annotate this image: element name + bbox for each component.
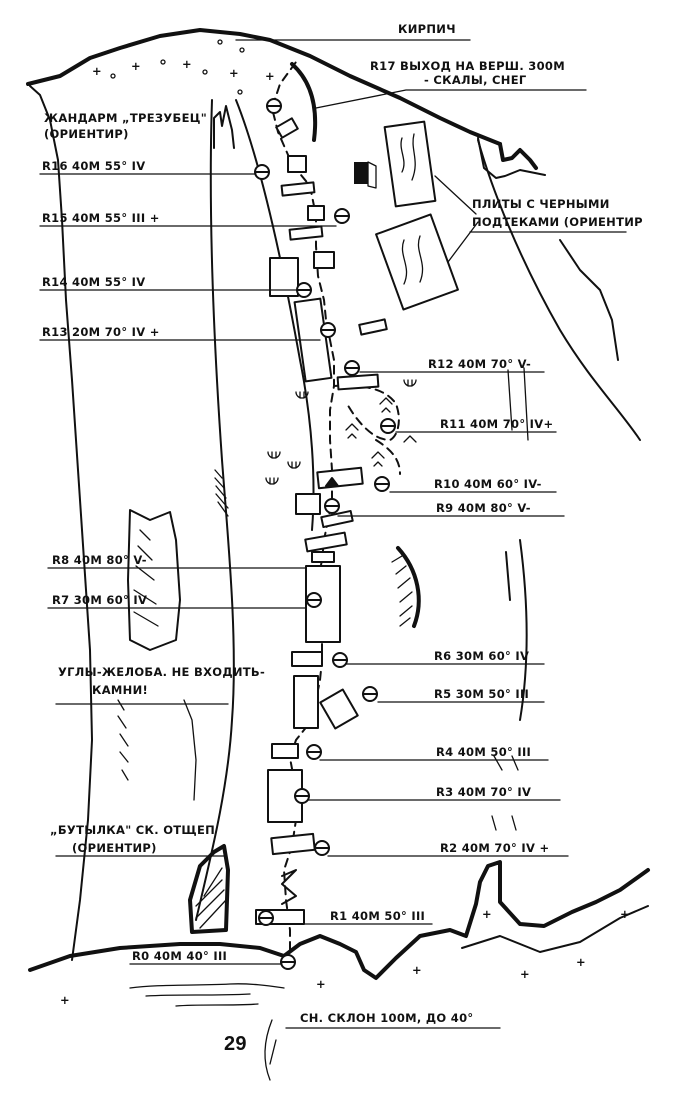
label-r14: R14 40М 55° IV [42,275,145,289]
label-snow-slope: СН. СКЛОН 100М, ДО 40° [300,1011,473,1025]
svg-text:+: + [229,66,239,80]
scree-marks [265,379,417,485]
snow-plus-marks: + + + + + + + [60,907,630,1007]
label-r17-line2: - СКАЛЫ, СНЕГ [424,73,527,87]
piton-icon-r2 [314,840,330,856]
label-r6: R6 30М 60° IV [434,649,529,663]
label-zhandarm-line1: ЖАНДАРМ „ТРЕЗУБЕЦ" [44,111,207,125]
label-ugly-line1: УГЛЫ-ЖЕЛОБА. НЕ ВХОДИТЬ- [58,665,265,679]
route-line [271,61,401,965]
summit-snow-marks: + + + + + [92,39,275,95]
piton-icon-r4 [306,744,322,760]
central-couloir [235,99,529,531]
piton-icon-r9 [324,498,340,514]
bottle-gendarme [188,844,230,934]
piton-icon-r15 [334,208,350,224]
svg-text:+: + [131,59,141,73]
piton-icon-r12 [344,360,360,376]
snow-ripples [129,983,285,1081]
svg-text:+: + [92,64,102,78]
label-ugly-line2: КАМНИ! [92,683,148,697]
piton-icon-r7 [306,592,322,608]
svg-text:+: + [265,69,275,83]
label-zhandarm-line2: (ОРИЕНТИР) [44,127,129,141]
piton-icon-r13 [320,322,336,338]
label-r5: R5 30М 50° III [434,687,529,701]
upper-right-curve [290,62,318,142]
svg-text:+: + [520,967,530,981]
svg-text:+: + [182,57,192,71]
svg-text:+: + [482,907,492,921]
label-r4: R4 40М 50° III [436,745,531,759]
label-r17-line1: R17 ВЫХОД НА ВЕРШ. 300М [370,59,565,73]
svg-text:+: + [60,993,70,1007]
label-r11: R11 40М 70° IV+ [440,417,553,431]
svg-text:+: + [412,963,422,977]
label-butylka-line2: (ОРИЕНТИР) [72,841,157,855]
slab-black-streaks-upper [383,120,437,208]
label-plity-line1: ПЛИТЫ С ЧЕРНЫМИ [472,197,610,211]
hatched-overhang [391,546,421,628]
slab-black-streaks-lower [375,213,459,311]
piton-icon-r14 [296,282,312,298]
summit-ridge [26,28,546,179]
label-r1: R1 40М 50° III [330,909,425,923]
label-r9: R9 40М 80° V- [436,501,531,515]
triangle-markers [281,477,339,905]
label-plity-line2: ПОДТЕКАМИ (ОРИЕНТИР [472,215,643,229]
label-r0: R0 40М 40° III [132,949,227,963]
svg-text:+: + [576,955,586,969]
page-number: 29 [224,1033,247,1055]
label-butylka-line1: „БУТЫЛКА" СК. ОТЩЕП [50,823,215,837]
right-ridge [477,139,641,441]
glacier-edge [28,860,650,980]
label-r12: R12 40М 70° V- [428,357,531,371]
piton-icon-r0 [280,954,296,970]
label-r7: R7 30М 60° IV [52,593,147,607]
svg-text:+: + [620,907,630,921]
piton-icon-r3 [294,788,310,804]
trezubets-gendarme [213,105,235,149]
piton-icon-r11 [380,418,396,434]
piton-icons [254,98,396,970]
slab-pointer-lines [434,175,479,263]
piton-icon-r16 [254,164,270,180]
labels: КИРПИЧ R17 ВЫХОД НА ВЕРШ. 300М - СКАЛЫ, … [42,22,643,1055]
piton-icon-r5 [362,686,378,702]
hatched-rock-left-lower [117,699,197,801]
label-r8: R8 40М 80° V- [52,553,147,567]
label-r13: R13 20М 70° IV + [42,325,160,339]
hatched-rock-left-upper [214,469,229,517]
label-kirpich: КИРПИЧ [398,22,456,36]
label-r16: R16 40М 55° IV [42,159,145,173]
label-r15: R15 40М 55° III + [42,211,160,225]
svg-text:+: + [316,977,326,991]
left-ridge [29,85,235,961]
piton-icon-r1 [258,910,274,926]
right-cliff-lines [491,539,528,831]
leader-lines [39,39,627,1029]
route-slabs [255,117,388,925]
piton-icon-r17 [266,98,282,114]
label-r2: R2 40М 70° IV + [440,841,549,855]
piton-icon-r10 [374,476,390,492]
dark-rock-block [354,161,377,189]
hatched-rock-left-middle [127,509,181,651]
label-r3: R3 40М 70° IV [436,785,531,799]
label-r10: R10 40М 60° IV- [434,477,542,491]
piton-icon-r6 [332,652,348,668]
